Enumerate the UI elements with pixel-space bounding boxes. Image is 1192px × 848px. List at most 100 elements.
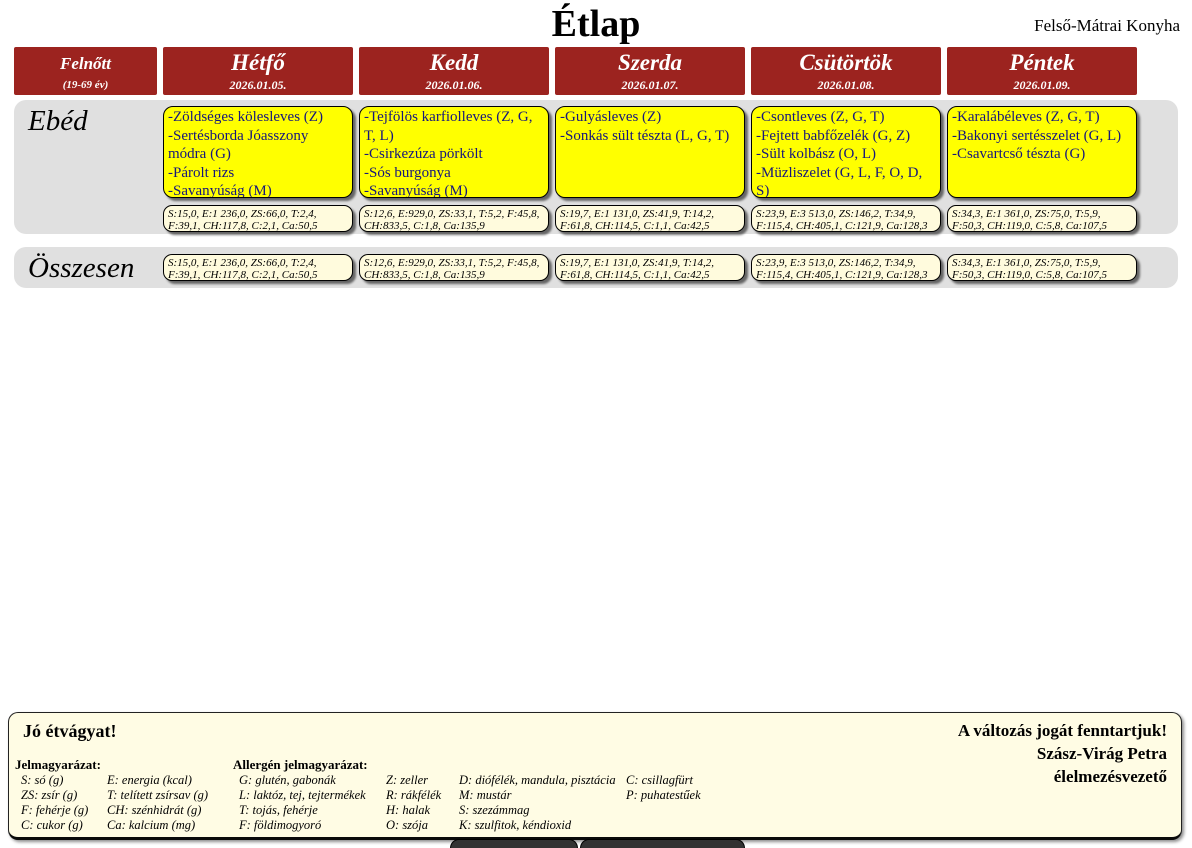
nutrition-box-tuesday: S:12,6, E:929,0, ZS:33,1, T:5,2, F:45,8,… <box>359 205 549 232</box>
menu-item: -Sült kolbász (O, L) <box>756 146 876 162</box>
day-header-friday: Péntek 2026.01.09. <box>947 47 1137 95</box>
nutrition-box-monday: S:15,0, E:1 236,0, ZS:66,0, T:2,4, F:39,… <box>163 205 353 232</box>
day-name: Kedd <box>429 50 479 75</box>
day-date: 2026.01.05. <box>229 78 287 92</box>
day-date: 2026.01.09. <box>1013 78 1071 92</box>
lunch-cell-friday: -Karalábéleves (Z, G, T) -Bakonyi sertéss… <box>947 104 1137 234</box>
legend-item: O: szója <box>386 818 429 832</box>
menu-item: -Csontleves (Z, G, T) <box>756 109 885 125</box>
legend-item: C: csillagfürt <box>626 773 694 787</box>
menu-box-tuesday: -Tejfölös karfiolleves (Z, G, T, L) -Csir… <box>359 106 549 198</box>
menu-box-thursday: -Csontleves (Z, G, T) -Fejtett babfőzelék… <box>751 106 941 198</box>
legend-item: D: diófélék, mandula, pisztácia <box>459 773 616 787</box>
legend-item: T: telített zsírsav (g) <box>107 788 209 802</box>
legend-item: P: puhatestűek <box>626 788 701 802</box>
legend-item: K: szulfitok, kéndioxid <box>459 818 572 832</box>
legend-item: Ca: kalcium (mg) <box>107 818 196 832</box>
legend-item: S: szezámmag <box>459 803 530 817</box>
legend-item: T: tojás, fehérje <box>239 803 318 817</box>
legend-item: H: halak <box>386 803 431 817</box>
legend-item: R: rákfélék <box>386 788 442 802</box>
group-header: Felnőtt (19-69 év) <box>14 47 157 95</box>
menu-item: -Sós burgonya <box>364 164 451 181</box>
menu-item: -Tejfölös karfiolleves (Z, G, T, L) <box>364 109 533 144</box>
kitchen-name: Felső-Mátrai Konyha <box>1034 16 1180 35</box>
menu-item: -Müzliszelet (G, L, F, O, D, S) <box>756 164 923 198</box>
lunch-cell-thursday: -Csontleves (Z, G, T) -Fejtett babfőzelék… <box>751 104 941 234</box>
legend-item: G: glutén, gabonák <box>239 773 336 787</box>
nutrition-legend-col-1: S: só (g)ZS: zsír (g)F: fehérje (g)C: cu… <box>15 773 101 833</box>
day-name: Csütörtök <box>799 50 893 75</box>
menu-item: -Csavartcső tészta (G) <box>952 146 1086 162</box>
legend-item: L: laktóz, tej, tejtermékek <box>239 788 366 802</box>
bottom-tab-right[interactable] <box>580 839 745 848</box>
menu-item: -Párolt rizs <box>168 164 235 181</box>
total-box-monday: S:15,0, E:1 236,0, ZS:66,0, T:2,4, F:39,… <box>163 254 353 281</box>
group-sublabel: (19-69 év) <box>62 79 109 91</box>
total-row: Összesen S:15,0, E:1 236,0, ZS:66,0, T:2… <box>14 247 1178 288</box>
rights-notice: A változás jogát fenntartjuk! <box>957 721 1167 740</box>
day-date: 2026.01.07. <box>621 78 679 92</box>
menu-box-monday: -Zöldséges kölesleves (Z) -Sertésborda Jó… <box>163 106 353 198</box>
nutrition-legend: Jelmagyarázat: S: só (g)ZS: zsír (g)F: f… <box>15 757 233 833</box>
legend-item: C: cukor (g) <box>21 818 83 832</box>
header-row: Felnőtt (19-69 év) Hétfő 2026.01.05. Ked… <box>14 47 1178 95</box>
menu-item: -Sertésborda Jóasszony módra (G) <box>168 127 309 163</box>
day-header-thursday: Csütörtök 2026.01.08. <box>751 47 941 95</box>
signature-role: élelmezésvezető <box>1053 767 1167 786</box>
allergen-legend: Allergén jelmagyarázat: G: glutén, gabon… <box>233 757 740 833</box>
nutrition-box-wednesday: S:19,7, E:1 131,0, ZS:41,9, T:14,2, F:61… <box>555 205 745 232</box>
nutrition-box-thursday: S:23,9, E:3 513,0, ZS:146,2, T:34,9, F:1… <box>751 205 941 232</box>
day-date: 2026.01.06. <box>425 78 483 92</box>
signature-name: Szász-Virág Petra <box>1036 744 1167 763</box>
total-box-friday: S:34,3, E:1 361,0, ZS:75,0, T:5,9, F:50,… <box>947 254 1137 281</box>
footer-panel: Jó étvágyat! A változás jogát fenntartju… <box>8 712 1182 840</box>
group-label: Felnőtt <box>59 54 111 73</box>
greeting-text: Jó étvágyat! <box>23 721 117 741</box>
menu-item: -Fejtett babfőzelék (G, Z) <box>756 127 911 144</box>
nutrition-legend-col-2: E: energia (kcal)T: telített zsírsav (g)… <box>101 773 227 833</box>
day-name: Péntek <box>1009 50 1075 75</box>
menu-item: -Bakonyi sertésszelet (G, L) <box>952 127 1122 144</box>
nutrition-legend-heading: Jelmagyarázat: <box>15 757 101 772</box>
legend-item: E: energia (kcal) <box>107 773 192 787</box>
lunch-row: Ebéd -Zöldséges kölesleves (Z) -Sertésbor… <box>14 100 1178 234</box>
nutrition-box-friday: S:34,3, E:1 361,0, ZS:75,0, T:5,9, F:50,… <box>947 205 1137 232</box>
total-row-label: Összesen <box>28 251 135 284</box>
legend-item: S: só (g) <box>21 773 64 787</box>
menu-item: -Savanyúság (M) <box>364 183 468 198</box>
lunch-cell-tuesday: -Tejfölös karfiolleves (Z, G, T, L) -Csir… <box>359 104 549 234</box>
legend-item: Z: zeller <box>386 773 429 787</box>
legend-item: CH: szénhidrát (g) <box>107 803 202 817</box>
lunch-row-label: Ebéd <box>28 105 88 137</box>
legend-item: F: fehérje (g) <box>21 803 89 817</box>
day-header-tuesday: Kedd 2026.01.06. <box>359 47 549 95</box>
bottom-tab-left[interactable] <box>450 839 578 848</box>
page-title: Étlap <box>551 3 641 45</box>
total-box-wednesday: S:19,7, E:1 131,0, ZS:41,9, T:14,2, F:61… <box>555 254 745 281</box>
menu-box-wednesday: -Gulyásleves (Z) -Sonkás sült tészta (L, … <box>555 106 745 198</box>
menu-item: -Gulyásleves (Z) <box>560 109 662 125</box>
legend-area: Jelmagyarázat: S: só (g)ZS: zsír (g)F: f… <box>15 757 740 833</box>
menu-item: -Sonkás sült tészta (L, G, T) <box>560 127 730 144</box>
menu-box-friday: -Karalábéleves (Z, G, T) -Bakonyi sertéss… <box>947 106 1137 198</box>
day-header-wednesday: Szerda 2026.01.07. <box>555 47 745 95</box>
menu-item: -Savanyúság (M) <box>168 183 272 198</box>
total-box-tuesday: S:12,6, E:929,0, ZS:33,1, T:5,2, F:45,8,… <box>359 254 549 281</box>
legend-item: M: mustár <box>459 788 512 802</box>
legend-item: ZS: zsír (g) <box>21 788 78 802</box>
menu-item: -Csirkezúza pörkölt <box>364 146 483 162</box>
menu-table: Felnőtt (19-69 év) Hétfő 2026.01.05. Ked… <box>14 47 1178 288</box>
menu-item: -Karalábéleves (Z, G, T) <box>952 109 1100 125</box>
allergen-legend-heading: Allergén jelmagyarázat: <box>233 757 368 772</box>
lunch-cell-monday: -Zöldséges kölesleves (Z) -Sertésborda Jó… <box>163 104 353 234</box>
day-name: Szerda <box>618 50 682 75</box>
day-header-monday: Hétfő 2026.01.05. <box>163 47 353 95</box>
lunch-cell-wednesday: -Gulyásleves (Z) -Sonkás sült tészta (L, … <box>555 104 745 234</box>
menu-item: -Zöldséges kölesleves (Z) <box>168 109 323 125</box>
day-name: Hétfő <box>231 50 285 75</box>
